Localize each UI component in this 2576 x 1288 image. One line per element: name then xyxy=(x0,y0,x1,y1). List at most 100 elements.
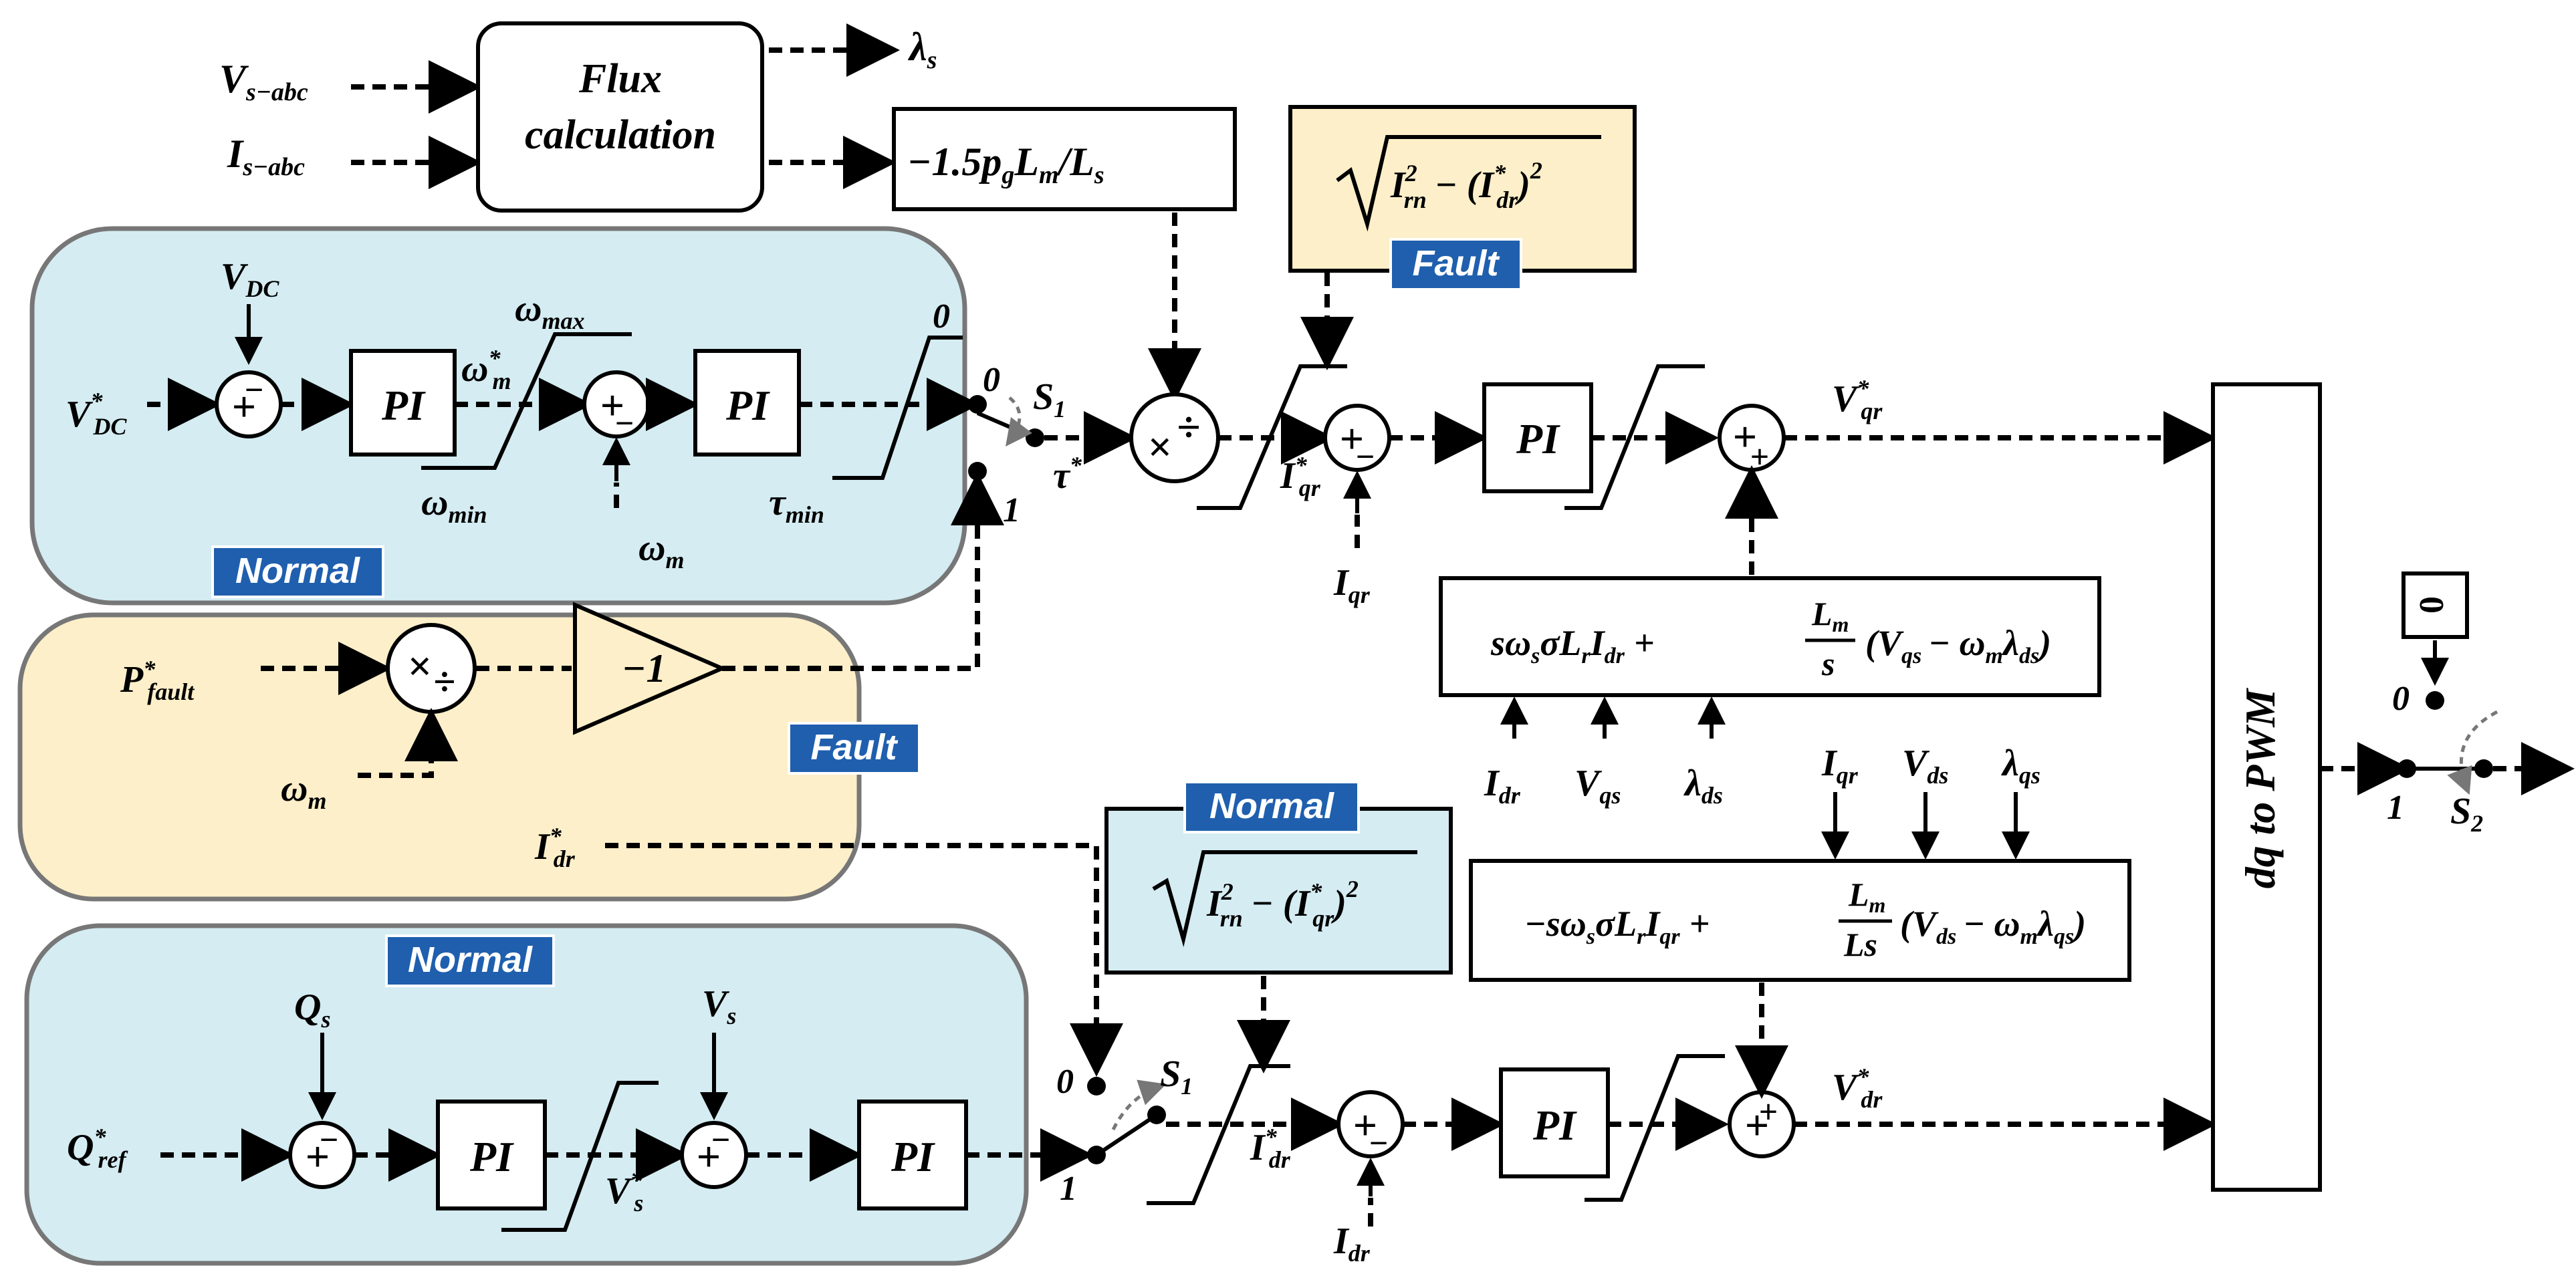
pi-stator-voltage: PI xyxy=(857,1100,968,1210)
svg-text:V*dr: V*dr xyxy=(1832,1063,1883,1113)
svg-text:Q*ref: Q*ref xyxy=(67,1124,128,1173)
sum-speed: + − xyxy=(582,370,651,442)
svg-text:Normal: Normal xyxy=(408,940,533,980)
svg-text:P*fault: P*fault xyxy=(120,656,195,705)
svg-text:PI: PI xyxy=(1516,415,1560,463)
sum-vdc: + − xyxy=(215,370,283,438)
divide-block-torque: × ÷ xyxy=(1129,392,1220,483)
svg-text:+: + xyxy=(232,383,256,430)
svg-text:s: s xyxy=(1821,645,1835,682)
svg-text:(Vqs− ωmλds): (Vqs− ωmλds) xyxy=(1865,623,2051,668)
svg-text:1: 1 xyxy=(2387,789,2404,827)
svg-text:λs: λs xyxy=(907,25,937,74)
svg-text:sωsσLrIdr+: sωsσLrIdr+ xyxy=(1490,623,1655,668)
iqr-feedback-label: Iqr xyxy=(1333,562,1371,608)
idr-ref-label: I*dr xyxy=(1250,1124,1291,1173)
svg-text:ωmin: ωmin xyxy=(421,482,487,528)
svg-text:τmin: τmin xyxy=(769,482,824,528)
svg-text:(Vds− ωmλqs): (Vds− ωmλqs) xyxy=(1900,904,2086,949)
svg-text:S2: S2 xyxy=(2450,791,2483,837)
gain-minus-one: −1 xyxy=(573,602,727,735)
idr-feedback-label: Idr xyxy=(1333,1220,1371,1267)
omega-m-label-top: ωm xyxy=(638,527,685,573)
sum-idr: + − xyxy=(1336,1090,1405,1162)
vqr-ref-label: V*qr xyxy=(1832,375,1883,424)
svg-text:Vs: Vs xyxy=(702,983,736,1029)
omega-min-label: ωmin xyxy=(421,482,487,528)
svg-text:I*dr: I*dr xyxy=(1250,1124,1291,1173)
torque-limit-zero-label: 0 xyxy=(933,297,950,336)
svg-text:+: + xyxy=(306,1133,330,1180)
svg-text:ω*m: ω*m xyxy=(461,345,511,394)
svg-text:Vs−abc: Vs−abc xyxy=(219,57,308,106)
vs-limiter xyxy=(501,1081,659,1232)
omega-max-label: ωmax xyxy=(515,288,585,334)
svg-text:Idr: Idr xyxy=(1484,763,1521,809)
svg-text:+: + xyxy=(1745,1102,1769,1149)
svg-text:−: − xyxy=(615,404,634,442)
svg-text:+: + xyxy=(697,1133,721,1180)
vdc-ref-label: V*DC xyxy=(66,388,127,440)
is-abc-label: Is−abc xyxy=(227,132,305,181)
lambda-s-label: λs xyxy=(907,25,937,74)
svg-text:ωm: ωm xyxy=(281,768,327,814)
switch-s1-torque: 0 1 S1 xyxy=(968,361,1066,529)
idr-limiter xyxy=(1147,1064,1290,1205)
vs-abc-label: Vs−abc xyxy=(219,57,308,106)
svg-text:×: × xyxy=(408,642,432,690)
svg-text:ωm: ωm xyxy=(638,527,685,573)
svg-text:+: + xyxy=(600,382,624,429)
svg-text:S1: S1 xyxy=(1033,376,1066,422)
switch-s2: 0 1 S2 xyxy=(2387,680,2498,837)
svg-text:PI: PI xyxy=(725,382,770,429)
vdr-limiter xyxy=(1585,1054,1725,1202)
switch-s1-idr: 0 1 S1 xyxy=(1056,1053,1193,1208)
omega-m-label-fault: ωm xyxy=(281,768,327,814)
svg-text:1: 1 xyxy=(1060,1170,1077,1208)
pi-reactive-power: PI xyxy=(436,1100,547,1210)
svg-text:Iqr: Iqr xyxy=(1333,562,1371,608)
svg-text:ωmax: ωmax xyxy=(515,288,585,334)
svg-text:I*qr: I*qr xyxy=(1280,452,1321,501)
svg-text:−: − xyxy=(245,371,264,408)
svg-text:+: + xyxy=(1759,1093,1778,1130)
svg-text:Flux: Flux xyxy=(578,56,662,102)
flux-calculation-block: Flux calculation xyxy=(476,21,764,213)
p-fault-ref-label: P*fault xyxy=(120,656,195,705)
svg-text:S1: S1 xyxy=(1160,1053,1193,1100)
svg-text:−: − xyxy=(1369,1124,1389,1162)
vqr-limiter xyxy=(1564,364,1705,510)
svg-text:Normal: Normal xyxy=(235,551,360,591)
idr-ref-fault-label: I*dr xyxy=(534,823,576,872)
dq-to-pwm-block: dq to PWM xyxy=(2211,382,2322,1192)
svg-text:V*qr: V*qr xyxy=(1832,375,1883,424)
q-ref-label: Q*ref xyxy=(67,1124,128,1173)
speed-limiter xyxy=(421,332,632,470)
normal-badge-mid: Normal xyxy=(1183,781,1360,833)
iqr-limiter xyxy=(1197,364,1347,510)
svg-text:PI: PI xyxy=(469,1133,514,1180)
fault-badge-top: Fault xyxy=(1389,238,1522,291)
feedforward-d-block: −sωsσLrIqr+ Lm Ls (Vds− ωmλqs) xyxy=(1469,859,2131,982)
svg-text:Iqr: Iqr xyxy=(1821,743,1859,789)
svg-text:−sωsσLrIqr+: −sωsσLrIqr+ xyxy=(1524,904,1710,949)
svg-text:Idr: Idr xyxy=(1333,1220,1371,1267)
svg-text:PI: PI xyxy=(891,1133,935,1180)
sum-q: + − xyxy=(288,1121,356,1189)
pi-idr: PI xyxy=(1499,1067,1610,1178)
svg-text:V*DC: V*DC xyxy=(66,388,127,440)
svg-text:÷: ÷ xyxy=(434,660,456,704)
svg-text:−1: −1 xyxy=(622,646,666,690)
svg-text:×: × xyxy=(1148,423,1172,471)
svg-text:1: 1 xyxy=(1003,491,1020,529)
svg-text:PI: PI xyxy=(381,382,426,429)
svg-text:Fault: Fault xyxy=(811,727,899,767)
svg-text:÷: ÷ xyxy=(1177,403,1200,450)
svg-text:Vqs: Vqs xyxy=(1574,763,1621,809)
svg-text:Lm: Lm xyxy=(1811,595,1849,636)
omega-ref-label: ω*m xyxy=(461,345,511,394)
svg-text:−1.5pgLm/Ls: −1.5pgLm/Ls xyxy=(907,140,1104,189)
pi-speed: PI xyxy=(693,349,801,457)
svg-text:calculation: calculation xyxy=(525,112,716,158)
